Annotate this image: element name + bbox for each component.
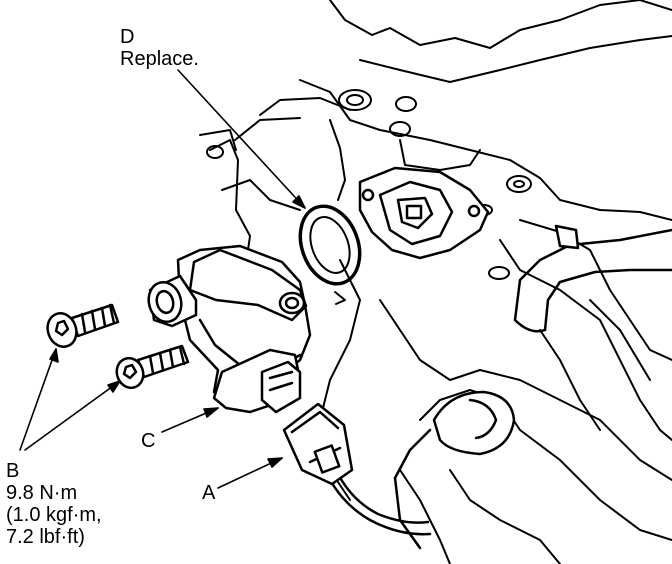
grommet <box>393 390 516 550</box>
arrowhead-c <box>203 407 219 418</box>
mounting-port <box>358 166 490 260</box>
bolt-lower <box>115 344 190 390</box>
arrowhead-b-upper <box>49 348 59 363</box>
callout-b-torque-nm: 9.8 N·m <box>6 482 78 504</box>
o-ring-d <box>298 204 362 305</box>
callout-a-letter: A <box>202 482 216 504</box>
leader-b-upper <box>19 348 57 451</box>
coolant-pipe <box>513 224 672 333</box>
callout-d-letter: D <box>120 26 135 48</box>
leader-d <box>177 69 306 209</box>
callout-b-torque-lbfft: 7.2 lbf·ft) <box>6 526 85 548</box>
callout-b-torque-kgfm: (1.0 kgf·m, <box>6 504 102 526</box>
arrowhead-a <box>267 457 283 468</box>
iac-valve-c <box>147 244 312 414</box>
leader-lines <box>19 69 306 489</box>
callout-c-letter: C <box>141 430 156 452</box>
callout-b-letter: B <box>6 460 20 482</box>
leader-b-lower <box>24 380 121 451</box>
connector-a <box>282 402 432 536</box>
bolt-upper <box>46 303 120 348</box>
block-fasteners <box>206 89 532 280</box>
arrowhead-b-lower <box>107 380 121 393</box>
arrowhead-d <box>292 195 306 209</box>
callout-d-note: Replace. <box>120 48 199 70</box>
